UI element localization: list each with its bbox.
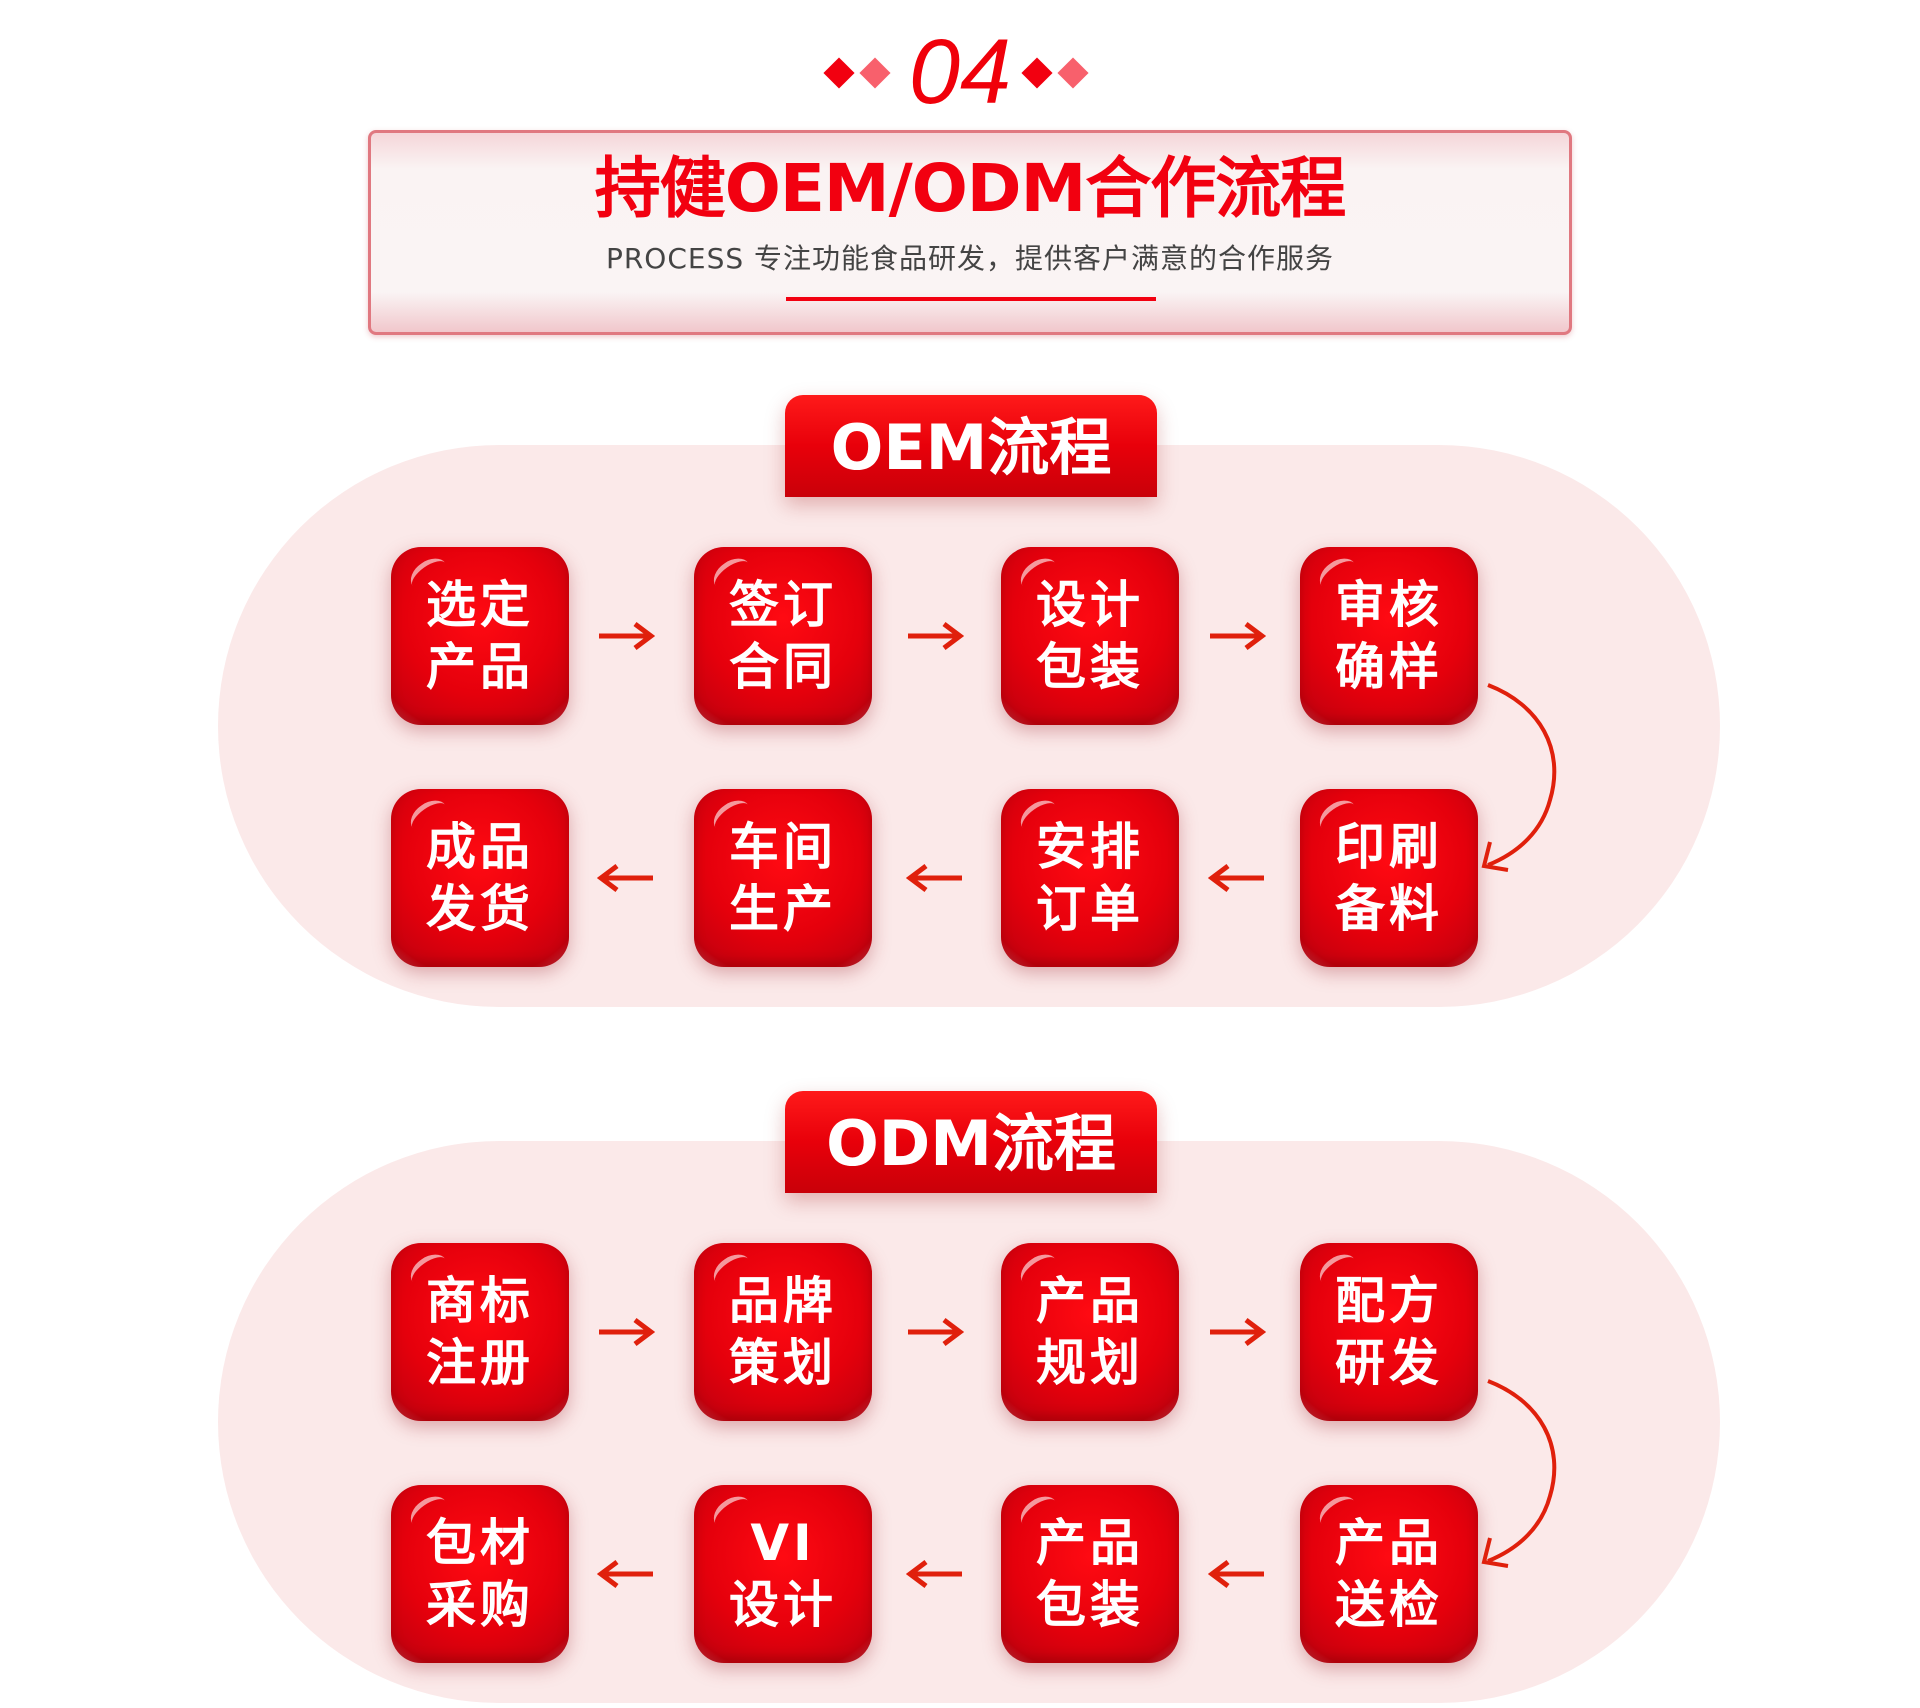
step-label-line: 成品 [426, 818, 534, 876]
odm-step-tile: 产品规划 [1001, 1243, 1179, 1421]
page-title: 持健OEM/ODM合作流程 [594, 150, 1347, 227]
step-label-line: 确样 [1335, 638, 1443, 696]
step-label-line: 备料 [1335, 880, 1443, 938]
step-label-line: 产品 [1335, 1514, 1443, 1572]
odm-step-tile: 产品包装 [1001, 1485, 1179, 1663]
step-label-line: 签订 [729, 576, 837, 634]
arrow-left-icon [1208, 864, 1264, 892]
oem-step-tile: 选定产品 [391, 547, 569, 725]
step-label-line: 生产 [729, 880, 837, 938]
arrow-right-icon [599, 622, 655, 650]
arrow-left-icon [906, 1560, 962, 1588]
oem-section-title: OEM流程 [785, 395, 1157, 497]
step-label-line: 配方 [1335, 1272, 1443, 1330]
odm-section-title: ODM流程 [785, 1091, 1157, 1193]
odm-step-tile: 产品送检 [1300, 1485, 1478, 1663]
step-label-line: 产品 [1036, 1272, 1144, 1330]
arrow-left-icon [1208, 1560, 1264, 1588]
arrow-right-icon [908, 1318, 964, 1346]
odm-step-tile: 商标注册 [391, 1243, 569, 1421]
odm-step-tile: 包材采购 [391, 1485, 569, 1663]
arrow-right-icon [1210, 622, 1266, 650]
step-label-line: 采购 [426, 1576, 534, 1634]
step-label-line: 车间 [729, 818, 837, 876]
oem-step-tile: 审核确样 [1300, 547, 1478, 725]
step-label-line: 安排 [1036, 818, 1144, 876]
curved-arrow-down-icon [1481, 683, 1557, 872]
step-label-line: 送检 [1335, 1576, 1443, 1634]
step-label-line: 发货 [426, 880, 534, 938]
step-label-line: 选定 [426, 576, 534, 634]
step-label-line: 策划 [729, 1334, 837, 1392]
step-label-line: 包装 [1036, 638, 1144, 696]
step-label-line: 包装 [1036, 1576, 1144, 1634]
oem-step-tile: 设计包装 [1001, 547, 1179, 725]
step-label-line: 设计 [729, 1576, 837, 1634]
odm-step-tile: 配方研发 [1300, 1243, 1478, 1421]
oem-step-tile: 成品发货 [391, 789, 569, 967]
step-label-line: 产品 [426, 638, 534, 696]
oem-step-tile: 安排订单 [1001, 789, 1179, 967]
page-subtitle: PROCESS 专注功能食品研发，提供客户满意的合作服务 [605, 242, 1335, 275]
step-label-line: 包材 [426, 1514, 534, 1572]
step-label-line: 订单 [1036, 880, 1144, 938]
step-label-line: 商标 [426, 1272, 534, 1330]
oem-step-tile: 车间生产 [694, 789, 872, 967]
title-underline [786, 297, 1156, 301]
arrow-right-icon [908, 622, 964, 650]
arrow-right-icon [599, 1318, 655, 1346]
step-label-line: 规划 [1036, 1334, 1144, 1392]
arrow-left-icon [906, 864, 962, 892]
step-label-line: 印刷 [1335, 818, 1443, 876]
step-label-line: 研发 [1335, 1334, 1443, 1392]
title-box: 持健OEM/ODM合作流程 PROCESS 专注功能食品研发，提供客户满意的合作… [368, 130, 1572, 335]
step-label-line: 设计 [1036, 576, 1144, 634]
oem-step-tile: 印刷备料 [1300, 789, 1478, 967]
step-label-line: VI [750, 1514, 816, 1572]
step-label-line: 品牌 [729, 1272, 837, 1330]
curved-arrow-down-icon [1481, 1379, 1557, 1568]
arrow-left-icon [597, 1560, 653, 1588]
step-label-line: 产品 [1036, 1514, 1144, 1572]
arrow-right-icon [1210, 1318, 1266, 1346]
odm-step-tile: 品牌策划 [694, 1243, 872, 1421]
oem-step-tile: 签订合同 [694, 547, 872, 725]
step-label-line: 合同 [729, 638, 837, 696]
arrow-left-icon [597, 864, 653, 892]
step-label-line: 审核 [1335, 576, 1443, 634]
step-label-line: 注册 [426, 1334, 534, 1392]
section-number: 04 [908, 21, 1012, 123]
